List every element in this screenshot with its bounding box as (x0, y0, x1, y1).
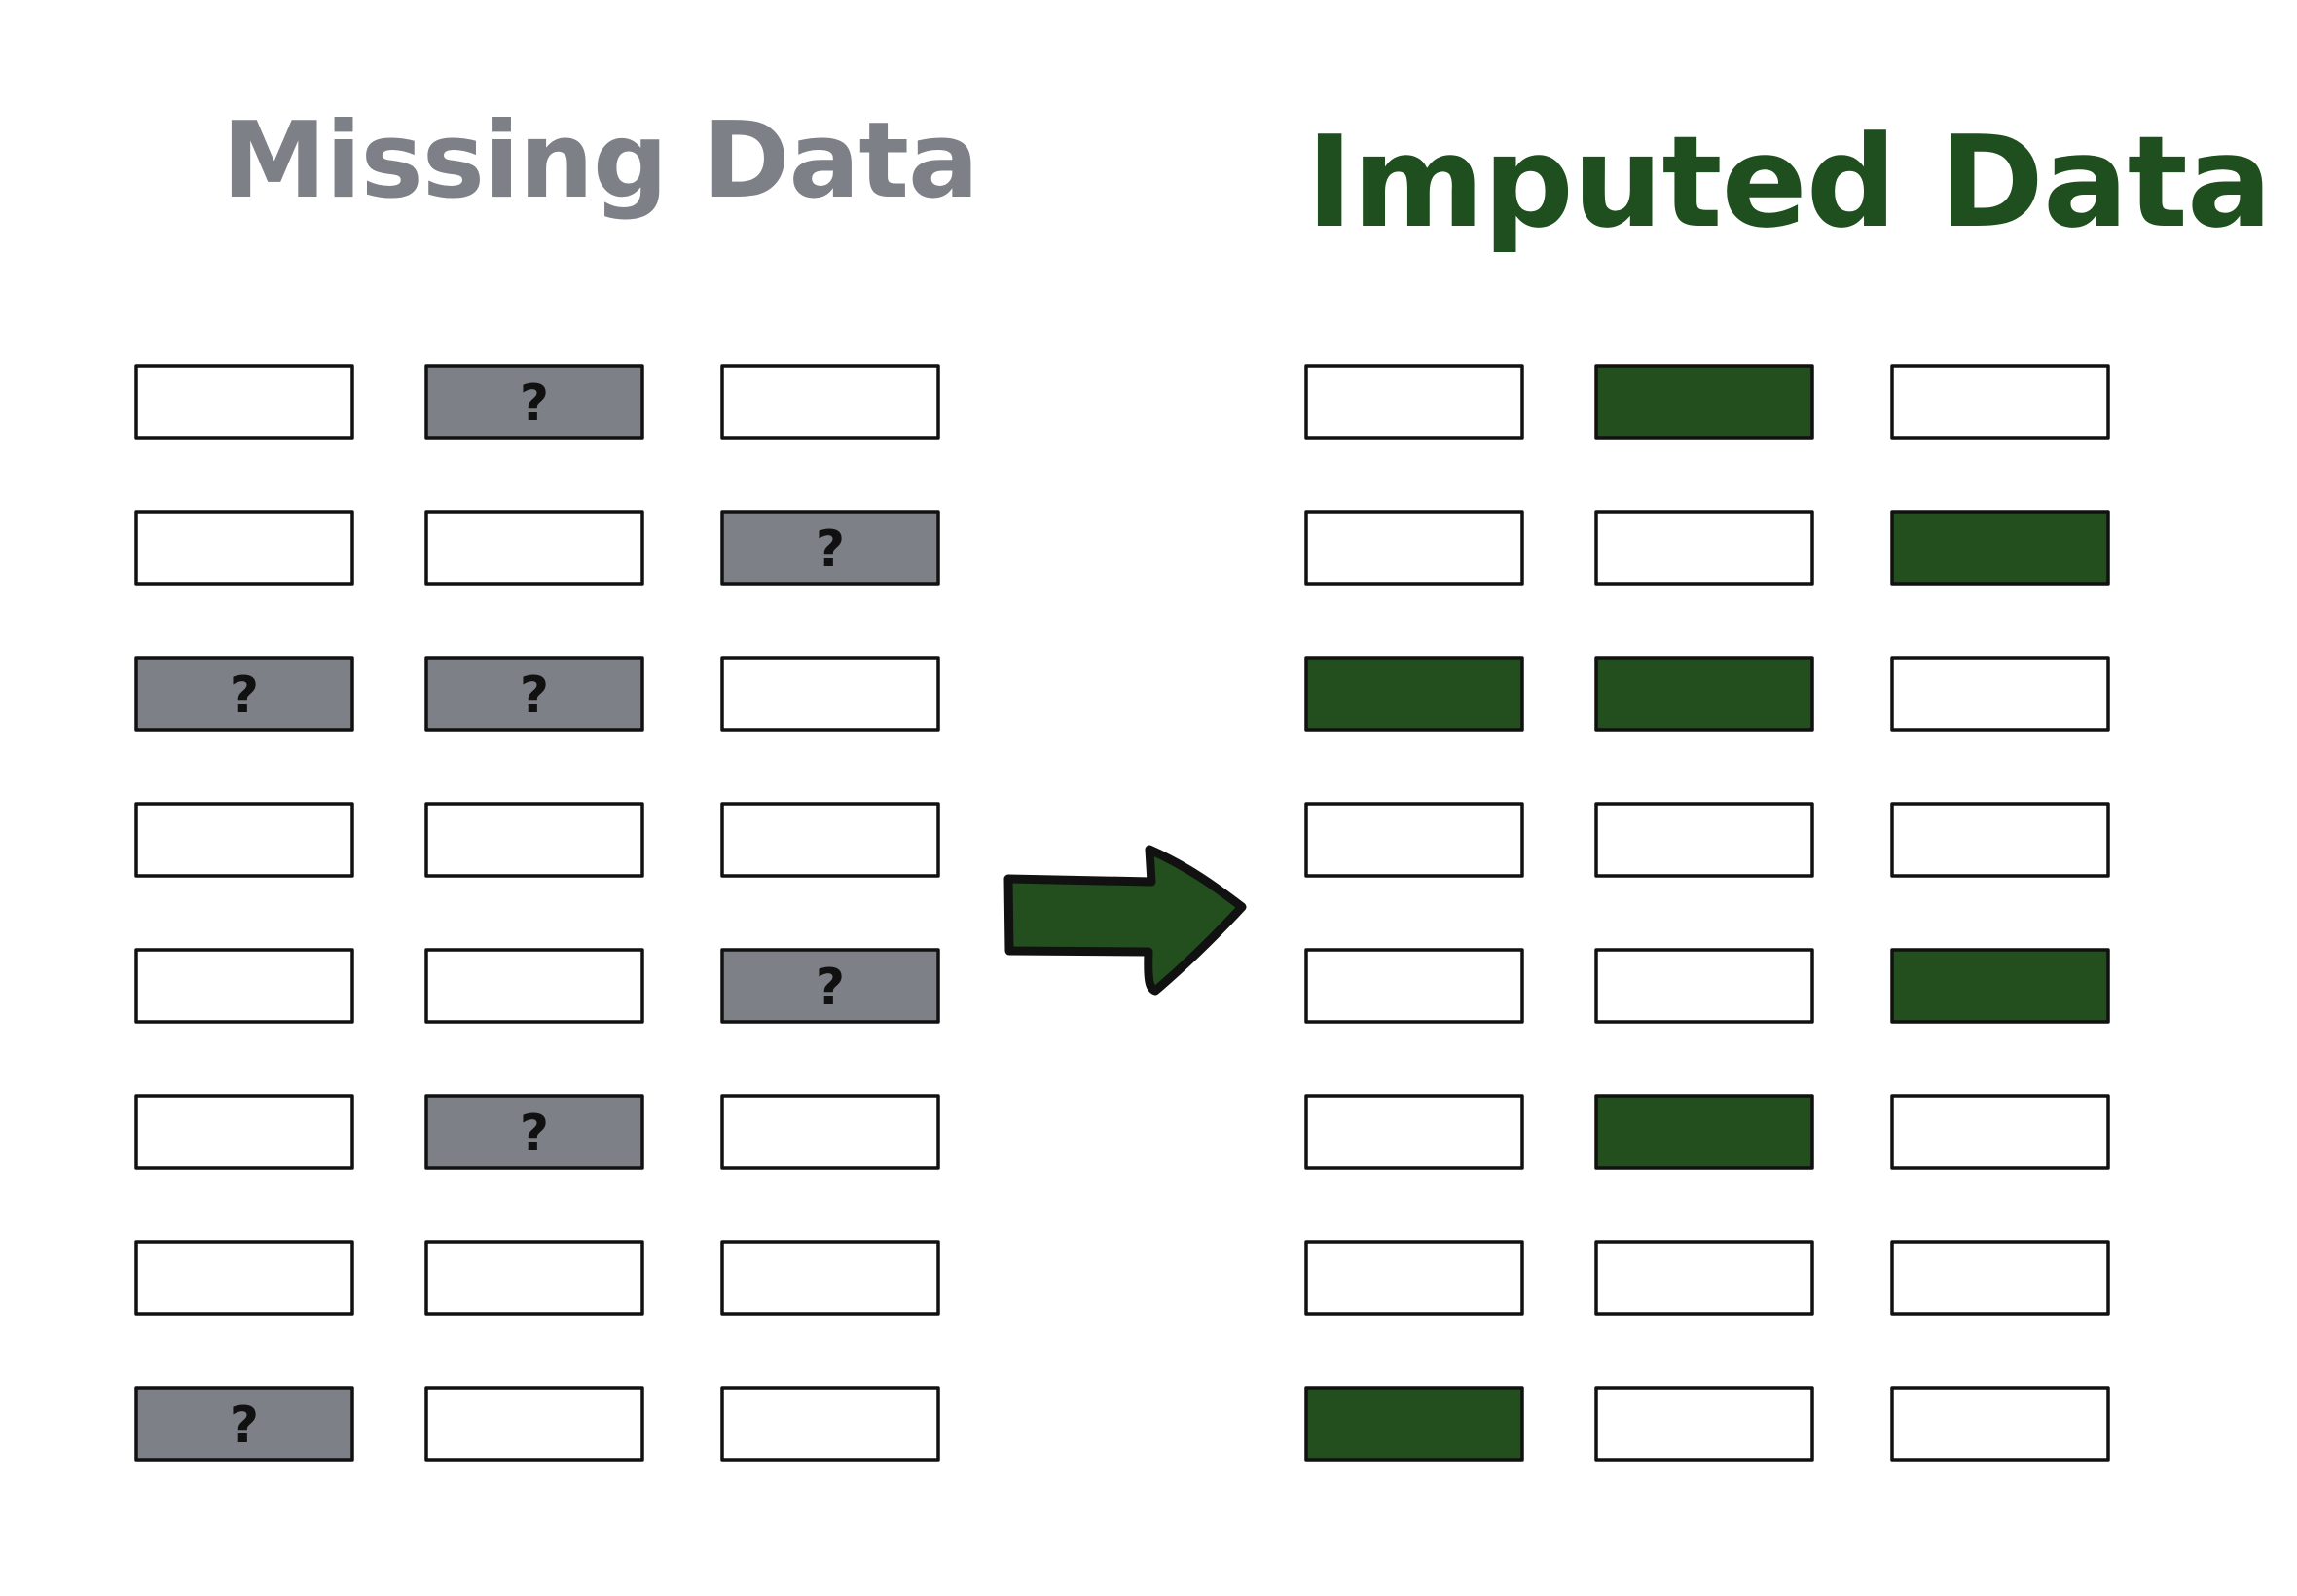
missing-question-mark-r5-c3: ? (816, 959, 845, 1017)
missing-cell-r2-c3 (720, 510, 940, 586)
right-arrow-icon (1003, 845, 1247, 996)
missing-cell-r8-c3 (720, 1386, 940, 1462)
imputed-cell-r3-c1 (1304, 656, 1524, 732)
imputed-data-grid (1304, 364, 2110, 1462)
imputed-cell-r6-c3 (1890, 1094, 2110, 1170)
imputed-cell-r1-c3 (1890, 364, 2110, 440)
missing-cell-r3-c3 (720, 656, 940, 732)
imputed-cell-r4-c2 (1594, 802, 1814, 878)
missing-cell-r4-c2 (424, 802, 644, 878)
imputed-cell-r1-c2 (1594, 364, 1814, 440)
imputed-cell-r6-c2 (1594, 1094, 1814, 1170)
missing-cell-r6-c2 (424, 1094, 644, 1170)
imputed-cell-r2-c3 (1890, 510, 2110, 586)
missing-cell-r7-c3 (720, 1240, 940, 1316)
imputed-data-title: Imputed Data (1306, 108, 2273, 256)
missing-question-mark-r6-c2: ? (520, 1105, 549, 1163)
missing-cell-r4-c1 (134, 802, 354, 878)
missing-cell-r3-c2 (424, 656, 644, 732)
imputed-cell-r2-c2 (1594, 510, 1814, 586)
imputed-cell-r8-c3 (1890, 1386, 2110, 1462)
missing-cell-r6-c3 (720, 1094, 940, 1170)
missing-cell-r5-c1 (134, 948, 354, 1024)
imputed-cell-r6-c1 (1304, 1094, 1524, 1170)
missing-question-mark-r2-c3: ? (816, 521, 845, 579)
missing-question-mark-r1-c2: ? (520, 375, 549, 433)
imputed-cell-r7-c3 (1890, 1240, 2110, 1316)
imputed-cell-r5-c2 (1594, 948, 1814, 1024)
imputed-cell-r7-c1 (1304, 1240, 1524, 1316)
missing-cell-r2-c1 (134, 510, 354, 586)
missing-question-mark-r3-c2: ? (520, 667, 549, 725)
missing-cell-r5-c3 (720, 948, 940, 1024)
missing-cell-r1-c2 (424, 364, 644, 440)
imputed-cell-r7-c2 (1594, 1240, 1814, 1316)
missing-cell-r6-c1 (134, 1094, 354, 1170)
imputed-cell-r5-c1 (1304, 948, 1524, 1024)
imputed-cell-r3-c3 (1890, 656, 2110, 732)
imputed-cell-r5-c3 (1890, 948, 2110, 1024)
imputed-cell-r1-c1 (1304, 364, 1524, 440)
missing-cell-r4-c3 (720, 802, 940, 878)
imputed-cell-r3-c2 (1594, 656, 1814, 732)
imputed-cell-r8-c2 (1594, 1386, 1814, 1462)
missing-cell-r5-c2 (424, 948, 644, 1024)
missing-cell-r1-c1 (134, 364, 354, 440)
missing-question-mark-r8-c1: ? (230, 1396, 259, 1455)
missing-data-grid: ??????? (134, 364, 940, 1462)
missing-cell-r2-c2 (424, 510, 644, 586)
missing-cell-r7-c2 (424, 1240, 644, 1316)
missing-cell-r8-c2 (424, 1386, 644, 1462)
missing-cell-r8-c1 (134, 1386, 354, 1462)
imputed-cell-r4-c3 (1890, 802, 2110, 878)
missing-data-title: Missing Data (222, 100, 979, 222)
missing-cell-r3-c1 (134, 656, 354, 732)
missing-question-mark-r3-c1: ? (230, 667, 259, 725)
imputed-cell-r8-c1 (1304, 1386, 1524, 1462)
missing-cell-r7-c1 (134, 1240, 354, 1316)
missing-cell-r1-c3 (720, 364, 940, 440)
imputed-cell-r4-c1 (1304, 802, 1524, 878)
imputed-cell-r2-c1 (1304, 510, 1524, 586)
